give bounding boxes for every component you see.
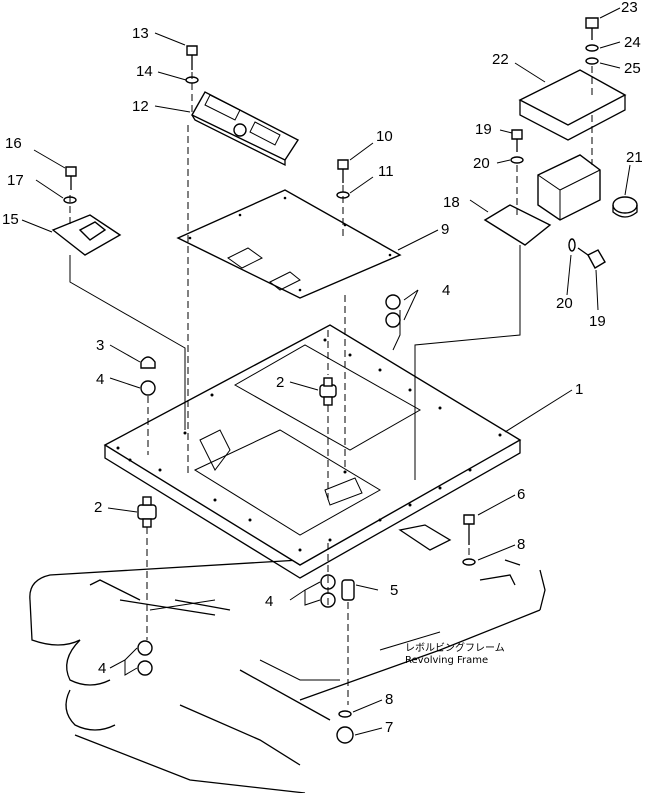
label-11: 11 — [378, 163, 394, 180]
label-17: 17 — [7, 172, 24, 189]
switch-plate — [51, 214, 122, 256]
label-22: 22 — [492, 51, 509, 68]
bracket-box-22 — [518, 69, 627, 141]
rubber-mount-lower — [137, 496, 157, 528]
label-2-upper: 2 — [276, 374, 284, 391]
label-14: 14 — [136, 63, 153, 80]
revolving-frame — [29, 524, 546, 793]
label-23: 23 — [621, 0, 638, 16]
label-8-bottom: 8 — [385, 691, 393, 708]
assembly-lines — [69, 66, 593, 705]
label-21: 21 — [626, 149, 643, 166]
label-25: 25 — [624, 60, 641, 77]
label-7: 7 — [385, 719, 393, 736]
label-10: 10 — [376, 128, 393, 145]
label-16: 16 — [5, 135, 22, 152]
label-3: 3 — [96, 337, 104, 354]
cap-3 — [140, 356, 156, 369]
bracket-18 — [483, 154, 601, 246]
label-4-bottom: 4 — [98, 660, 106, 677]
label-5: 5 — [390, 582, 398, 599]
label-4-left: 4 — [96, 371, 104, 388]
label-15: 15 — [2, 211, 19, 228]
label-13: 13 — [132, 25, 149, 42]
label-6: 6 — [517, 486, 525, 503]
label-8-right: 8 — [517, 536, 525, 553]
label-19-top: 19 — [475, 121, 492, 138]
cap-21 — [612, 196, 638, 218]
caption-english: Revolving Frame — [405, 655, 488, 666]
label-1: 1 — [575, 381, 583, 398]
label-4-top: 4 — [442, 282, 450, 299]
floor-frame — [103, 324, 522, 579]
label-20-bottom: 20 — [556, 295, 573, 312]
frame-bolt-holes — [116, 338, 502, 552]
part-number-labels: 13 14 12 16 17 15 10 11 9 4 3 4 2 1 2 6 … — [2, 0, 643, 736]
rubber-mount-upper — [319, 377, 337, 406]
bolt-icons — [65, 17, 606, 545]
nut-icons — [137, 294, 401, 744]
leader-lines — [21, 7, 631, 736]
spacer-5 — [341, 579, 355, 601]
label-12: 12 — [132, 98, 149, 115]
label-2-lower: 2 — [94, 499, 102, 516]
label-18: 18 — [443, 194, 460, 211]
label-9: 9 — [441, 221, 449, 238]
cover-plate — [176, 189, 402, 299]
caption-japanese: レボルビングフレーム — [405, 641, 505, 654]
frame-caption: レボルビングフレーム Revolving Frame — [405, 641, 505, 666]
label-19-bottom: 19 — [589, 313, 606, 330]
label-4-mid: 4 — [265, 593, 273, 610]
label-20-top: 20 — [473, 155, 490, 172]
label-24: 24 — [624, 34, 641, 51]
switch-panel — [191, 91, 300, 167]
